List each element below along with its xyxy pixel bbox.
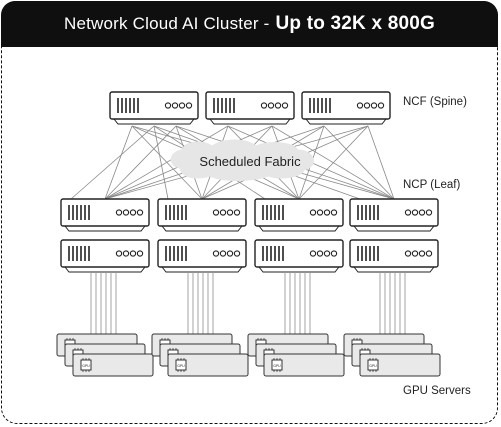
spine-switch-2 [205,91,295,125]
header-title-strong: Up to 32K x 800G [275,13,435,34]
gpu-chip-icon: GPU [271,358,283,372]
leaf-switch-2 [157,198,247,232]
leaf-switch-3 [254,198,344,232]
header-title: Network Cloud AI Cluster - [64,14,270,33]
leaf-label: NCP (Leaf) [403,179,461,191]
spine-switch-1 [109,91,199,125]
gpu-server-group-3: GPU [247,333,345,377]
server-cables [90,272,406,334]
diagram-header: Network Cloud AI Cluster - Up to 32K x 8… [1,1,498,47]
gpu-server-group-4: GPU [343,333,441,377]
scheduled-fabric-cloud: Scheduled Fabric [170,139,314,181]
gpu-servers-label: GPU Servers [403,385,471,397]
leaf-switch-lower-1 [60,239,150,273]
leaf-switch-4 [349,198,439,232]
gpu-chip-icon: GPU [175,358,187,372]
spine-switch-3 [301,91,391,125]
gpu-server-group-2: GPU [151,333,249,377]
gpu-servers: GPU GPU GPU GPU [56,333,441,377]
gpu-chip-label: GPU [177,364,185,368]
leaf-switch-1 [60,198,150,232]
gpu-chip-label: GPU [369,364,377,368]
gpu-chip-icon: GPU [80,358,92,372]
gpu-chip-label: GPU [82,364,90,368]
fabric-label: Scheduled Fabric [199,154,301,169]
gpu-server-group-1: GPU [56,333,154,377]
leaf-switch-lower-2 [157,239,247,273]
switches [60,91,439,273]
gpu-chip-icon: GPU [367,358,379,372]
leaf-switch-lower-4 [349,239,439,273]
spine-label: NCF (Spine) [403,96,467,108]
gpu-chip-label: GPU [273,364,281,368]
leaf-switch-lower-3 [254,239,344,273]
